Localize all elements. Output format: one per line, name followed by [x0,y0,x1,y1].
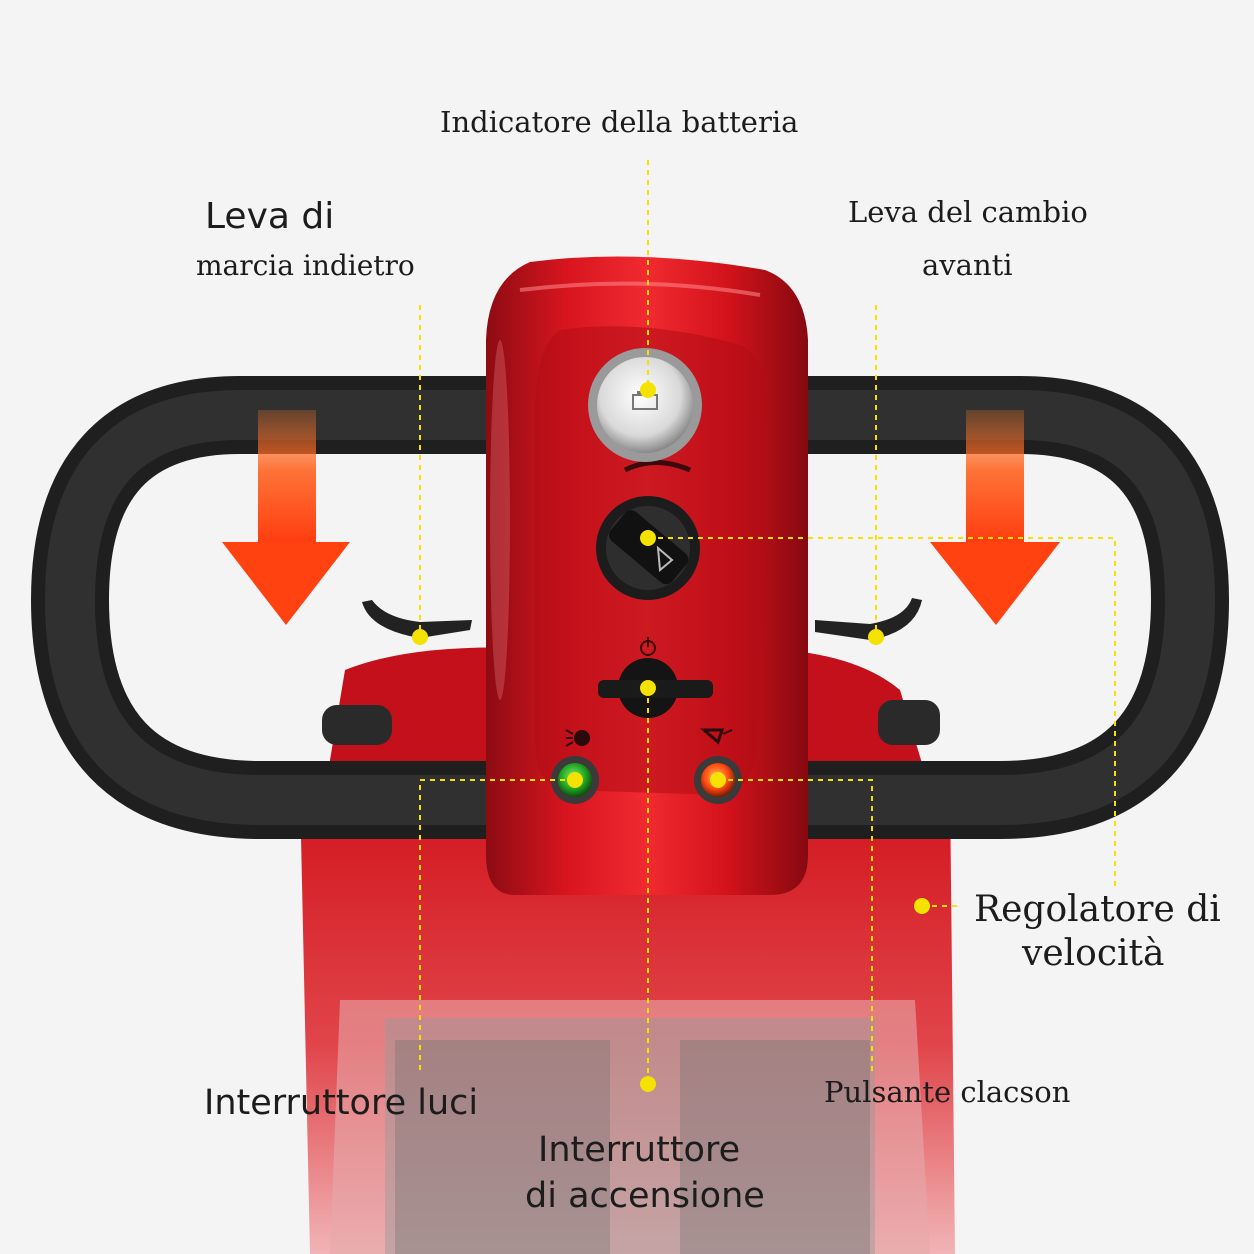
horn-button-label: Pulsante clacson [824,1075,1071,1109]
arrow-down-icon [222,410,350,625]
power-label-dot [640,1076,656,1092]
reverse-lever-label-line2: marcia indietro [196,249,415,282]
speed-dial-dot [640,530,656,546]
speed-label-dot [914,898,930,914]
rear-wheel-left [322,705,392,745]
forward-lever[interactable] [815,598,922,640]
light-icon [565,729,590,747]
forward-lever-label-line2: avanti [922,248,1013,282]
battery-gauge [588,348,702,462]
reverse-lever-label-line1: Leva di [205,196,335,237]
battery-dot [640,382,656,398]
speed-dial[interactable] [596,496,700,600]
power-switch-label-line1: Interruttore [538,1130,741,1170]
handlebar [30,376,1230,839]
light-switch-label: Interruttore luci [204,1083,479,1123]
reverse-lever-dot [412,629,428,645]
horn-button-dot [710,772,726,788]
horn-icon [699,728,733,745]
forward-lever-label-line1: Leva del cambio [848,195,1088,229]
speed-regulator-label-line2: velocità [1022,933,1165,974]
speed-regulator-label-line1: Regolatore di [974,889,1221,930]
power-switch-label-line2: di accensione [525,1176,765,1216]
callout-dots [412,382,930,1092]
power-icon [640,637,656,656]
floor-mat [385,1018,875,1254]
reverse-lever[interactable] [362,600,472,638]
battery-indicator-label: Indicatore della batteria [440,105,799,139]
forward-lever-dot [868,629,884,645]
power-switch-dot [640,680,656,696]
arrow-down-icon [930,410,1060,625]
rear-wheel-right [878,700,940,745]
light-button-dot [567,772,583,788]
leader-lines [419,160,1116,1080]
